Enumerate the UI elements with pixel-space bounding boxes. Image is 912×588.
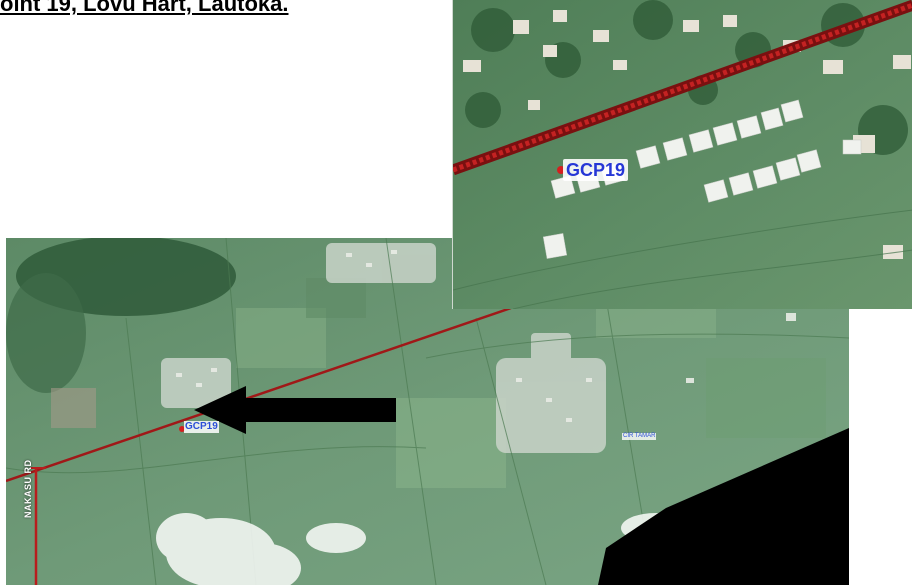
inset-map-image [453,0,912,309]
inset-boundary-line [453,2,912,173]
gcp-label-main: GCP19 [184,421,219,433]
gcp-label-inset: GCP19 [563,159,629,181]
page-title: oint 19, Lovu Hart, Lautoka. [0,0,289,16]
no-data-area [598,428,849,585]
road-label: NAKASU RD [23,459,33,519]
boundary-line [6,306,512,483]
arrow-left-icon [194,386,396,434]
gcp-marker-icon [179,426,185,432]
inset-satellite-map [452,0,912,309]
settlement-label: CIR TAMAR [622,433,657,440]
